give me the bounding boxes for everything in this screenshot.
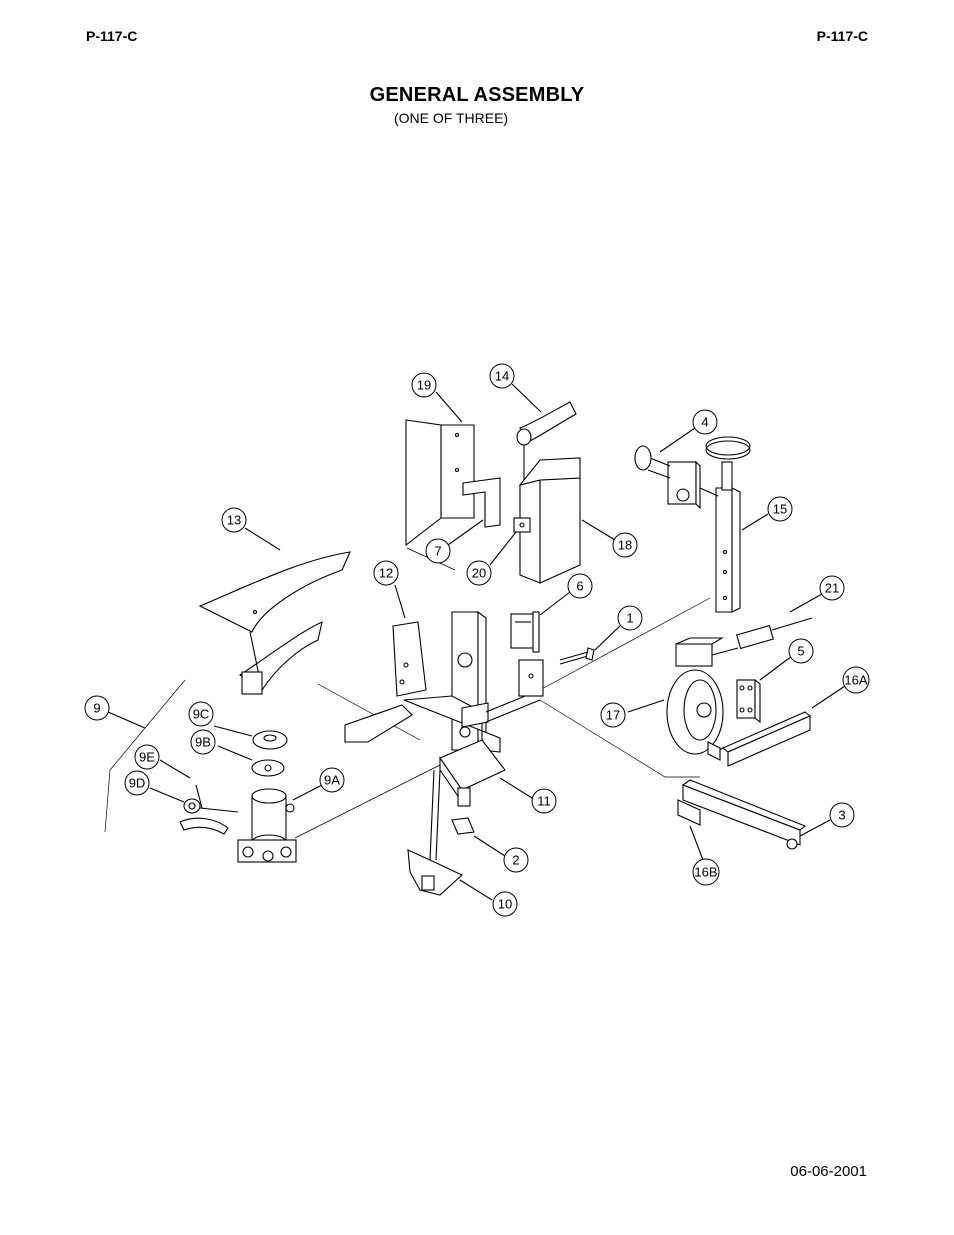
callout-1: 1 — [617, 605, 643, 631]
callout-label: 19 — [417, 378, 431, 393]
callout-9d: 9D — [124, 770, 150, 796]
callout-2: 2 — [503, 847, 529, 873]
leader-lines — [107, 383, 846, 901]
part-16a-bar — [709, 711, 812, 767]
callout-9e: 9E — [134, 744, 160, 770]
callout-label: 14 — [495, 369, 509, 384]
callout-label: 4 — [701, 415, 708, 430]
callout-11: 11 — [531, 788, 557, 814]
callout-7: 7 — [425, 538, 451, 564]
part-6-hinge — [510, 611, 540, 653]
part-20-clamp — [513, 517, 531, 533]
callout-10: 10 — [492, 891, 518, 917]
callout-label: 16A — [844, 673, 867, 688]
part-9-cord — [179, 817, 229, 835]
callout-label: 21 — [825, 581, 839, 596]
callout-label: 9A — [324, 773, 340, 788]
part-15-upright — [705, 436, 751, 613]
callout-label: 20 — [472, 566, 486, 581]
callout-16b: 16B — [692, 858, 720, 886]
callout-4: 4 — [692, 409, 718, 435]
callout-label: 1 — [626, 611, 633, 626]
part-9b-washer — [251, 759, 285, 777]
callout-label: 11 — [537, 794, 551, 809]
callout-label: 12 — [379, 566, 393, 581]
callout-13: 13 — [221, 507, 247, 533]
callout-21: 21 — [819, 575, 845, 601]
callout-label: 13 — [227, 513, 241, 528]
part-17-caster — [666, 637, 739, 755]
part-12-plate — [392, 621, 427, 697]
callout-15: 15 — [767, 496, 793, 522]
callout-9b: 9B — [190, 729, 216, 755]
part-4-clamp-knob — [634, 445, 719, 510]
part-1-bolt — [559, 647, 595, 665]
main-frame — [344, 610, 544, 753]
callout-9a: 9A — [319, 767, 345, 793]
callout-16a: 16A — [842, 666, 870, 694]
page-code-right: P-117-C — [816, 28, 868, 44]
part-9e-pin — [195, 784, 203, 809]
part-9d-nut — [183, 798, 239, 814]
callout-17: 17 — [600, 702, 626, 728]
callout-9c: 9C — [188, 701, 214, 727]
callout-19: 19 — [411, 372, 437, 398]
callout-label: 3 — [838, 808, 845, 823]
part-13-tray — [198, 551, 351, 695]
callout-label: 15 — [773, 502, 787, 517]
page-title: GENERAL ASSEMBLY — [369, 84, 585, 106]
callout-12: 12 — [373, 560, 399, 586]
part-10-foot — [407, 769, 463, 896]
part-21-rod — [736, 617, 813, 650]
callout-label: 7 — [434, 544, 441, 559]
callout-20: 20 — [466, 560, 492, 586]
callout-label: 9E — [139, 750, 155, 765]
callout-18: 18 — [612, 532, 638, 558]
part-3-tube — [681, 779, 807, 850]
callout-label: 10 — [498, 897, 512, 912]
part-2-tab — [451, 817, 475, 835]
part-14-grip — [516, 401, 577, 520]
callout-6: 6 — [567, 573, 593, 599]
page-code-left: P-117-C — [86, 28, 138, 44]
page-subtitle: (ONE OF THREE) — [394, 110, 509, 126]
part-9a-motor — [237, 788, 297, 863]
callout-label: 16B — [694, 865, 717, 880]
callout-label: 6 — [576, 579, 583, 594]
callout-5: 5 — [788, 638, 814, 664]
callout-label: 9B — [195, 735, 211, 750]
revision-date: 06-06-2001 — [790, 1163, 867, 1180]
part-19-plate — [405, 419, 501, 547]
callout-label: 9C — [193, 707, 210, 722]
callout-label: 9 — [93, 701, 100, 716]
part-11-bracket — [439, 739, 506, 807]
callout-label: 9D — [129, 776, 146, 791]
guide-lines — [104, 547, 711, 839]
callout-label: 18 — [618, 538, 632, 553]
part-16b-spacer — [677, 741, 721, 826]
callout-9: 9 — [84, 695, 110, 721]
callout-label: 17 — [606, 708, 620, 723]
callout-label: 5 — [797, 644, 804, 659]
part-5-plate — [736, 678, 761, 724]
callout-label: 2 — [512, 853, 519, 868]
callout-3: 3 — [829, 802, 855, 828]
part-9c-cap — [252, 730, 288, 750]
callout-14: 14 — [489, 363, 515, 389]
